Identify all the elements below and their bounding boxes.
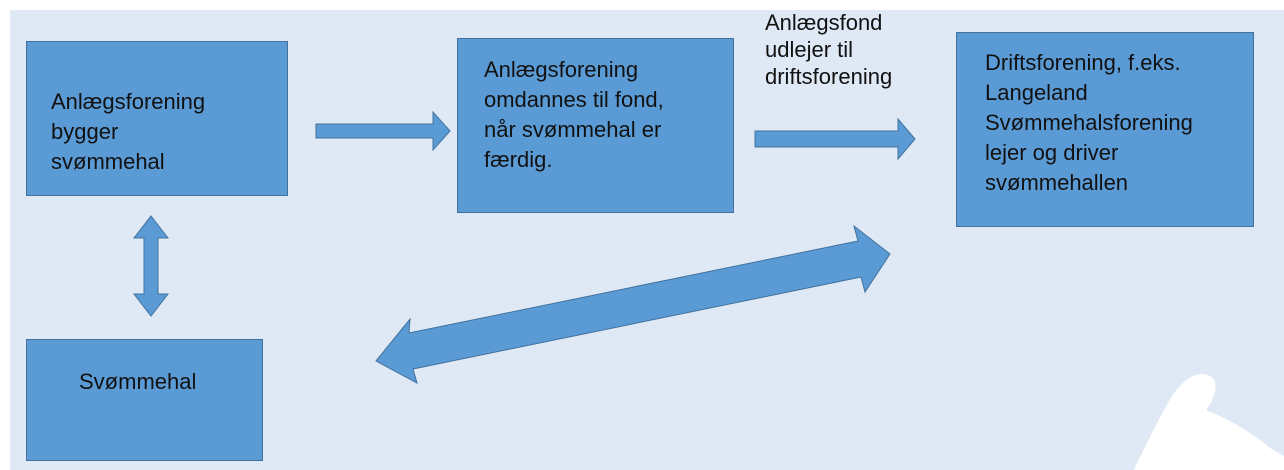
arrow-pool-operating-bidirectional: [375, 224, 891, 384]
arrow-construction-pool-bidirectional: [132, 215, 170, 317]
corner-decoration: [1134, 374, 1284, 470]
node-foundation: Anlægsforening omdannes til fond, når sv…: [457, 38, 734, 213]
node-construction-association: Anlægsforening bygger svømmehal: [26, 41, 288, 196]
node-foundation-label: Anlægsforening omdannes til fond, når sv…: [484, 57, 664, 172]
edge-label-foundation-to-operating: Anlægsfond udlejer til driftsforening: [765, 10, 893, 89]
node-operating-association: Driftsforening, f.eks. Langeland Svømmeh…: [956, 32, 1254, 227]
node-operating-association-label: Driftsforening, f.eks. Langeland Svømmeh…: [985, 50, 1193, 195]
arrow-construction-to-foundation: [315, 110, 451, 152]
node-swimming-pool: Svømmehal: [26, 339, 263, 461]
arrow-foundation-to-operating: [754, 117, 916, 161]
node-swimming-pool-label: Svømmehal: [79, 369, 197, 394]
node-construction-association-label: Anlægsforening bygger svømmehal: [51, 89, 206, 174]
